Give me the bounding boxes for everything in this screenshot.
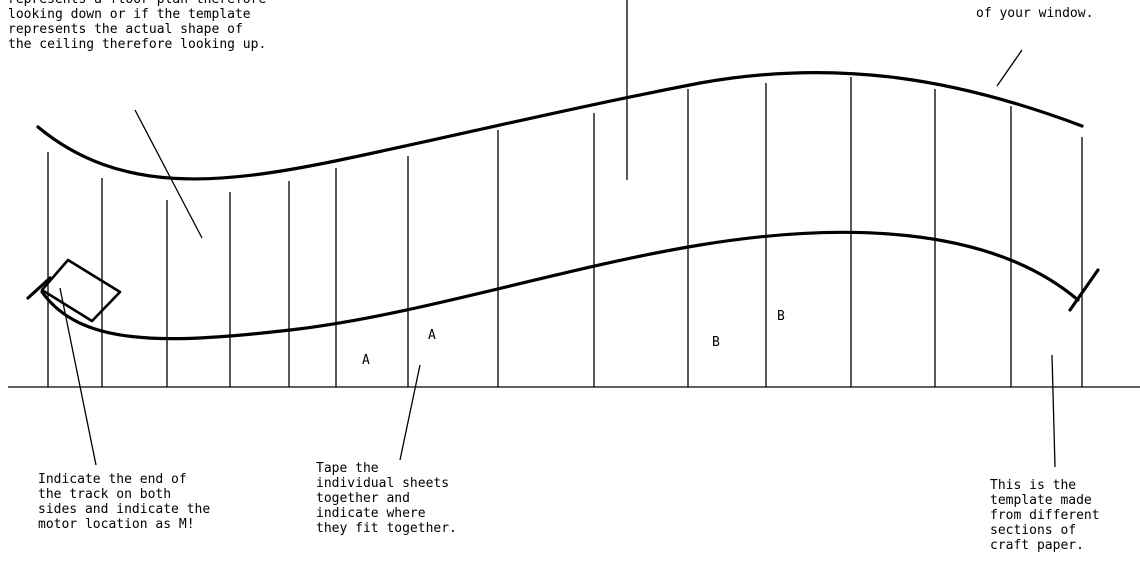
paper-section-seams <box>47 77 1083 387</box>
top-left-note: represents a floor plan therefore lookin… <box>8 0 267 52</box>
track-end-tick-left <box>26 276 52 300</box>
bottom-right-note: This is the template made from different… <box>990 478 1100 553</box>
top-right-note: of your window. <box>976 6 1094 21</box>
leader-line-top-left <box>134 109 203 239</box>
sheet-marker-b-right: B <box>777 309 785 324</box>
bottom-left-note: Indicate the end of the track on both si… <box>38 472 211 532</box>
inner-track-curve <box>40 230 1080 341</box>
leader-line-bottom-middle <box>399 364 421 461</box>
outer-track-curve <box>36 70 1084 181</box>
sheet-marker-b-left: B <box>712 335 720 350</box>
leader-line-top-right <box>996 49 1023 87</box>
leader-line-bottom-right <box>1051 354 1056 468</box>
sheet-marker-a-right: A <box>428 328 436 343</box>
bottom-middle-note: Tape the individual sheets together and … <box>316 461 457 536</box>
sheet-marker-a-left: A <box>362 353 370 368</box>
motor-location-marker <box>40 258 122 323</box>
leader-line-bottom-left <box>59 287 97 466</box>
track-end-tick-right <box>1068 268 1100 312</box>
